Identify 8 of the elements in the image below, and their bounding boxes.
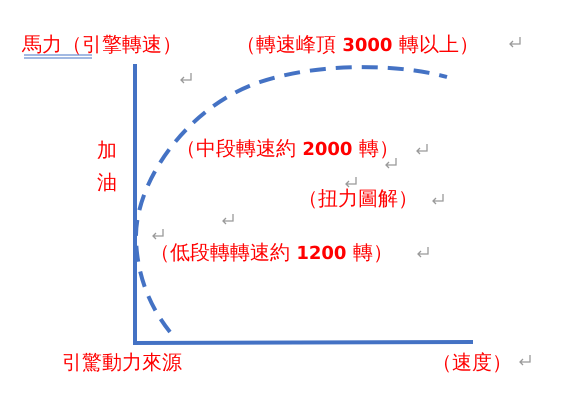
annotation-label: （低段轉轉速約 1200 轉） [150,240,393,266]
annotation-label: （扭力圖解） [298,186,418,210]
annotation-label: （轉速峰頂 3000 轉以上） [236,32,479,58]
y-axis-label: 馬力（引擎轉速） [22,32,182,56]
vertical-label: 加油 [97,137,118,196]
x-axis-label: （速度） [432,350,512,374]
origin-label: 引驚動力來源 [62,350,182,374]
annotation-label: （中段轉速約 2000 轉） [176,136,399,162]
